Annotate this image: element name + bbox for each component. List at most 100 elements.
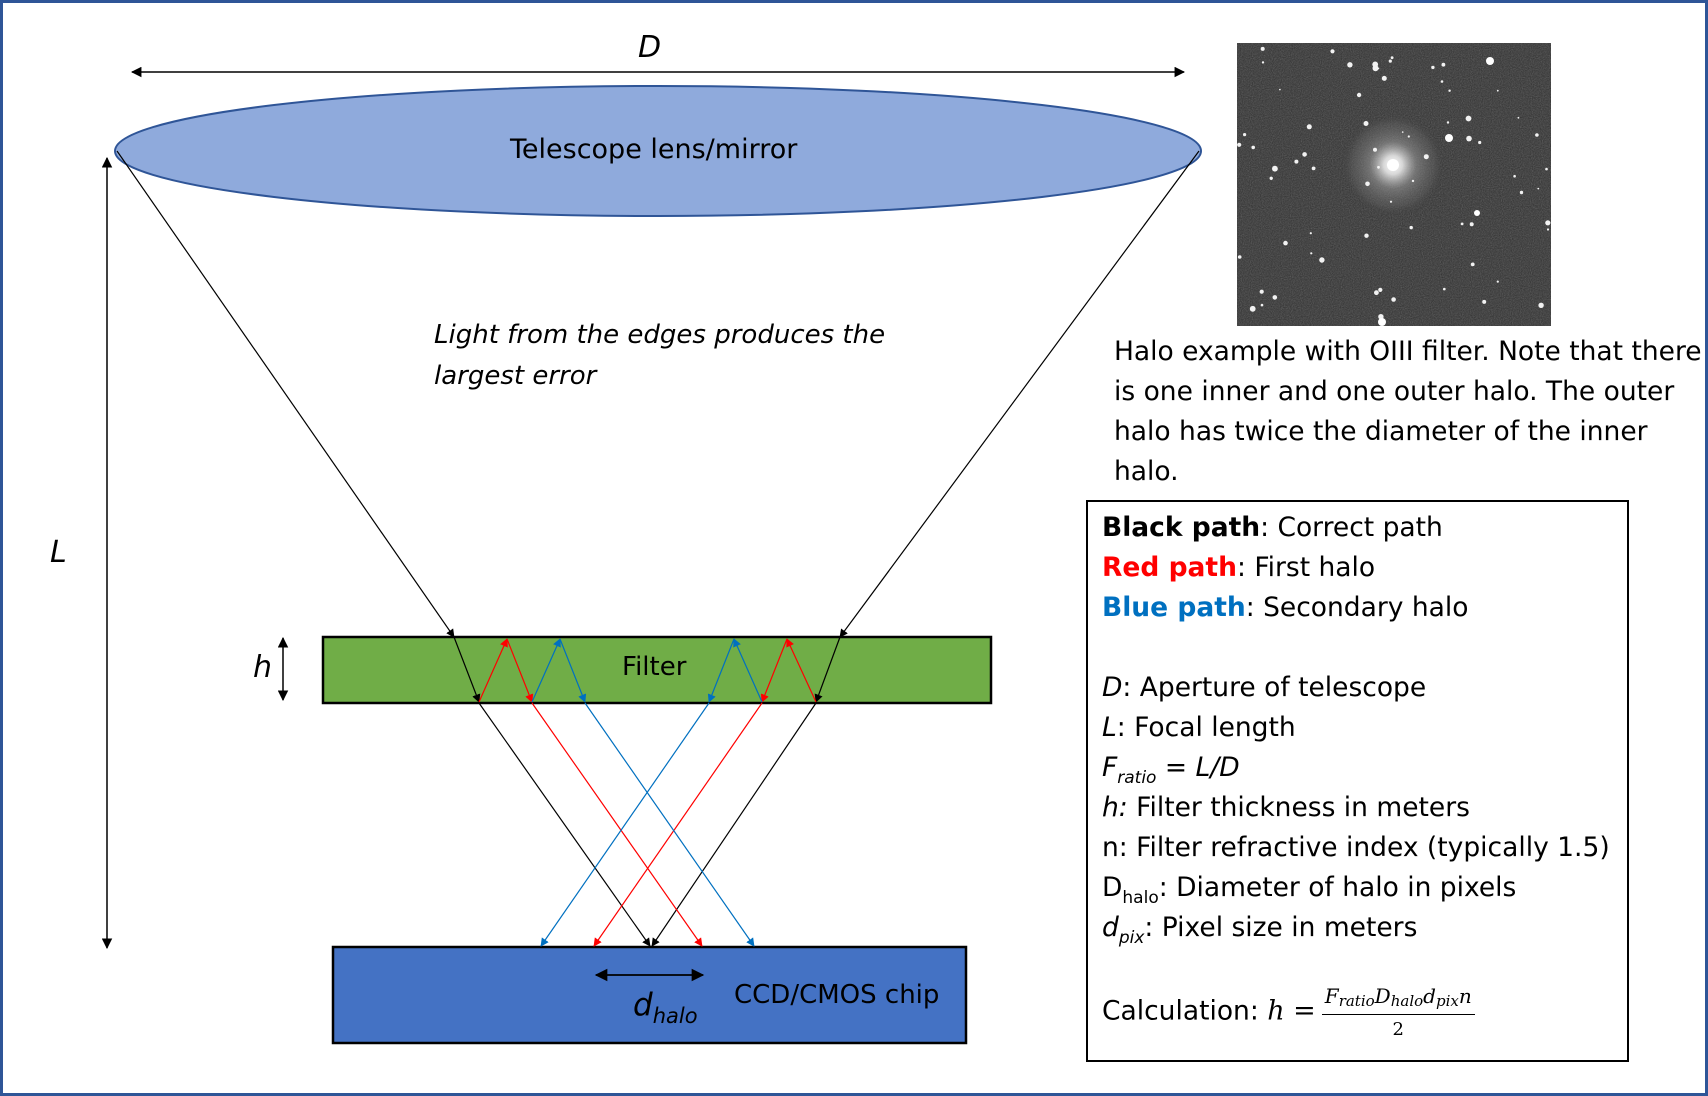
star xyxy=(1496,280,1499,283)
star xyxy=(1311,166,1316,171)
legend-blue-path: Blue path: Secondary halo xyxy=(1102,592,1468,623)
legend-black-path: Black path: Correct path xyxy=(1102,512,1443,543)
bright-star xyxy=(1387,159,1399,171)
ray-second-halo-right-to-chip xyxy=(540,702,710,947)
star xyxy=(1283,240,1288,246)
star xyxy=(1545,167,1548,171)
star xyxy=(1310,252,1313,255)
star xyxy=(1330,49,1335,54)
halo-distance-label: dhalo xyxy=(633,987,698,1028)
star xyxy=(1513,174,1516,178)
star xyxy=(1364,233,1369,238)
star xyxy=(1269,176,1273,180)
definition-aperture-desc: : Aperture of telescope xyxy=(1122,672,1427,703)
star xyxy=(1390,56,1394,60)
star xyxy=(1347,62,1353,68)
star xyxy=(1443,287,1446,291)
legend-red-key: Red path xyxy=(1102,552,1237,583)
bright-star xyxy=(1486,57,1494,65)
definition-halo-diameter-symbol: D xyxy=(1102,872,1123,903)
bright-star xyxy=(1445,134,1453,142)
definition-halo-diameter: Dhalo: Diameter of halo in pixels xyxy=(1102,872,1516,908)
star xyxy=(1441,62,1446,67)
star xyxy=(1309,232,1312,235)
star xyxy=(1261,61,1265,64)
focal-length-label: L xyxy=(50,535,67,570)
definition-pixel-size-desc: : Pixel size in meters xyxy=(1144,912,1418,943)
calculation-formula: Calculation: h = FratioDhalodpixn 2 xyxy=(1102,984,1475,1040)
telescope-lens xyxy=(114,85,1202,217)
star xyxy=(1272,165,1278,172)
star xyxy=(1365,181,1370,187)
formula-denominator: 2 xyxy=(1392,1019,1404,1040)
star xyxy=(1496,89,1499,92)
ray-second-halo-left-up xyxy=(531,638,561,703)
star xyxy=(1423,154,1429,160)
halo-distance-symbol: d xyxy=(633,987,653,1023)
definition-f-ratio-subscript: ratio xyxy=(1117,768,1157,788)
star xyxy=(1251,145,1255,150)
calculation-label: Calculation: xyxy=(1102,995,1268,1027)
star xyxy=(1294,159,1299,164)
definition-halo-diameter-desc: : Diameter of halo in pixels xyxy=(1158,872,1517,903)
formula-numerator: FratioDhalodpixn xyxy=(1321,984,1475,1015)
star xyxy=(1470,262,1475,267)
star xyxy=(1545,220,1551,226)
star xyxy=(1249,305,1256,312)
star xyxy=(1478,140,1482,145)
star xyxy=(1373,147,1377,152)
legend-red-path: Red path: First halo xyxy=(1102,552,1375,583)
stars xyxy=(1237,46,1551,326)
ray-correct-right-filter xyxy=(814,636,841,703)
ray-correct-right-to-chip xyxy=(651,702,817,947)
num-d-halo: D xyxy=(1374,984,1391,1008)
ray-correct-left-filter xyxy=(453,636,481,703)
ray-first-halo-left-to-chip xyxy=(531,702,703,947)
formula-lhs: h = xyxy=(1267,995,1316,1027)
num-d-pix-sub: pix xyxy=(1435,992,1459,1010)
star xyxy=(1377,165,1380,169)
definition-halo-diameter-subscript: halo xyxy=(1122,888,1159,908)
star xyxy=(1237,142,1242,147)
star xyxy=(1319,257,1325,263)
legend-black-desc: : Correct path xyxy=(1260,512,1443,543)
star xyxy=(1431,65,1435,70)
num-f-sub: ratio xyxy=(1338,992,1375,1010)
ray-first-halo-right-to-chip xyxy=(593,702,763,947)
formula-fraction: FratioDhalodpixn 2 xyxy=(1321,984,1475,1040)
ray-first-halo-left-down xyxy=(506,638,534,703)
star xyxy=(1391,297,1396,302)
star xyxy=(1538,302,1544,308)
definition-thickness: h: Filter thickness in meters xyxy=(1102,792,1470,823)
ray-first-halo-right-down xyxy=(760,638,788,703)
ccd-chip xyxy=(331,945,968,1045)
star xyxy=(1469,222,1474,227)
bright-star xyxy=(1474,210,1480,216)
star xyxy=(1535,133,1539,137)
star xyxy=(1519,190,1524,195)
star xyxy=(1302,152,1307,157)
ray-second-halo-left-to-chip xyxy=(584,702,755,947)
num-d-pix: d xyxy=(1423,984,1436,1008)
definition-pixel-size: dpix: Pixel size in meters xyxy=(1102,912,1417,948)
star xyxy=(1407,135,1410,138)
star xyxy=(1374,290,1379,296)
star xyxy=(1448,89,1451,92)
definition-f-ratio: Fratio = L/D xyxy=(1102,752,1240,788)
definition-pixel-size-subscript: pix xyxy=(1118,928,1145,948)
ray-first-halo-right-up xyxy=(786,638,817,703)
ray-second-halo-right-down xyxy=(707,638,735,703)
star xyxy=(1243,133,1247,137)
num-f: F xyxy=(1324,984,1339,1008)
starfield-graphic xyxy=(1237,43,1551,326)
star xyxy=(1517,116,1520,119)
ray-second-halo-right-up xyxy=(733,638,763,703)
star xyxy=(1460,222,1464,226)
num-n: n xyxy=(1458,984,1472,1008)
chip-label: CCD/CMOS chip xyxy=(734,980,940,1010)
definition-refractive-index: n: Filter refractive index (typically 1.… xyxy=(1102,832,1610,863)
definition-aperture-symbol: D xyxy=(1102,672,1123,703)
legend-blue-desc: : Secondary halo xyxy=(1245,592,1469,623)
star xyxy=(1237,255,1242,259)
